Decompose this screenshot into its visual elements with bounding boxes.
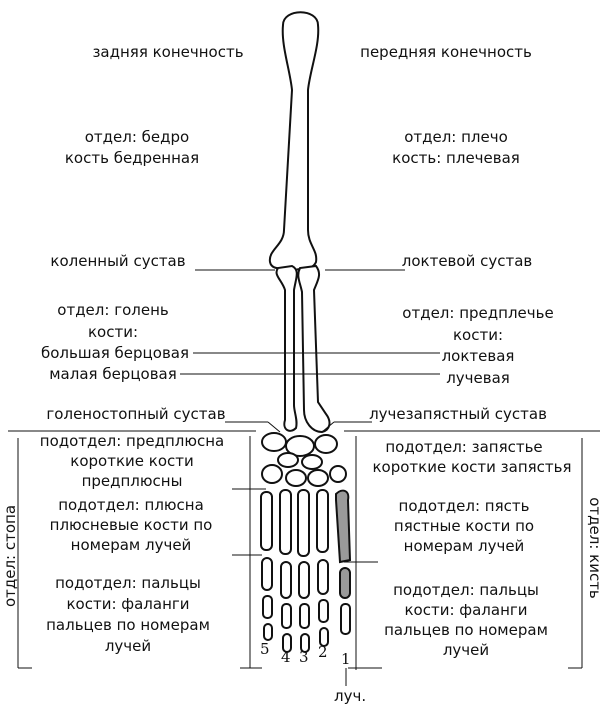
- toes-subsection-label: подотдел: пальцы: [55, 574, 201, 592]
- ray-number-1: 1: [341, 650, 351, 668]
- tarsus-bones-label: короткие кости: [70, 452, 194, 470]
- rays-caption: луч.: [334, 687, 367, 705]
- forearm-bones-label: кости:: [452, 326, 504, 344]
- carpal-bones: [261, 432, 347, 487]
- ray-number-2: 2: [318, 643, 328, 661]
- metacarpal-rays-label: номерам лучей: [403, 537, 525, 555]
- ray-2: [316, 489, 329, 647]
- metatarsus-subsection-label: подотдел: плюсна: [58, 496, 204, 514]
- elbow-joint-label: локтевой сустав: [401, 252, 533, 270]
- shoulder-section-label: отдел: плечо: [404, 128, 508, 146]
- carpus-subsection-label: подотдел: запястье: [385, 438, 543, 456]
- femur-label: кость бедренная: [64, 149, 200, 167]
- foot-section-label: отдел: стопа: [1, 504, 19, 608]
- humerus-bone: [268, 11, 320, 274]
- shin-bones-label: кости:: [87, 323, 139, 341]
- ray-number-4: 4: [281, 648, 291, 666]
- fibula-label: малая берцовая: [49, 365, 177, 383]
- fore-limb-heading: передняя конечность: [360, 43, 532, 61]
- forearm-section-label: отдел: предплечье: [402, 304, 554, 322]
- ray-3: [297, 489, 310, 653]
- fingers-subsection-label: подотдел: пальцы: [393, 581, 539, 599]
- ankle-joint-label: голеностопный сустав: [46, 405, 226, 423]
- toe-phalanges-label: кости: фаланги: [66, 595, 190, 613]
- leader-lines: [8, 269, 600, 686]
- metacarpal-bones-label: пястные кости по: [393, 517, 535, 535]
- thigh-section-label: отдел: бедро: [84, 128, 190, 146]
- finger-phalanges-label-3: лучей: [442, 641, 490, 659]
- tarsus-bones-label-2: предплюсны: [81, 472, 183, 490]
- radius-bone: [297, 264, 331, 434]
- knee-joint-label: коленный сустав: [50, 252, 186, 270]
- ray-number-3: 3: [299, 648, 309, 666]
- metatarsal-rays-label: номерам лучей: [70, 536, 192, 554]
- ray-5: [260, 491, 273, 641]
- toe-phalanges-label-3: лучей: [104, 637, 152, 655]
- ray-number-5: 5: [260, 640, 270, 658]
- hind-limb-heading: задняя конечность: [92, 43, 244, 61]
- ray-1: [335, 489, 352, 635]
- finger-phalanges-label: кости: фаланги: [404, 601, 528, 619]
- metacarpus-subsection-label: подотдел: пясть: [398, 497, 530, 515]
- shin-section-label: отдел: голень: [57, 301, 169, 319]
- carpus-bones-label: короткие кости запястья: [372, 458, 572, 476]
- humerus-label: кость: плечевая: [392, 149, 520, 167]
- ulna-label: локтевая: [441, 347, 515, 365]
- tarsus-subsection-label: подотдел: предплюсна: [39, 432, 225, 450]
- metatarsal-bones-label: плюсневые кости по: [49, 516, 213, 534]
- ulna-bone: [275, 264, 298, 432]
- toe-phalanges-label-2: пальцев по номерам: [46, 616, 210, 634]
- bones: [260, 11, 352, 653]
- radius-label: лучевая: [446, 369, 510, 387]
- wrist-joint-label: лучезапястный сустав: [369, 405, 547, 423]
- ray-4: [279, 489, 292, 653]
- tibia-label: большая берцовая: [40, 344, 190, 362]
- hand-section-label: отдел: кисть: [586, 497, 604, 599]
- finger-phalanges-label-2: пальцев по номерам: [384, 621, 548, 639]
